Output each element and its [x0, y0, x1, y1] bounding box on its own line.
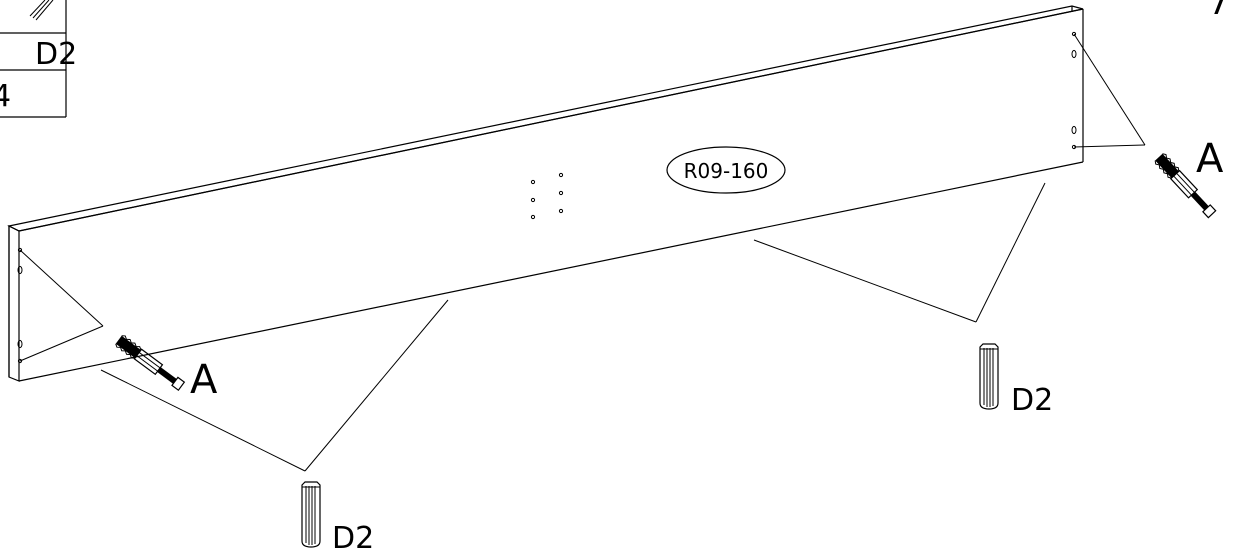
panel-board	[7, 5, 1084, 382]
callout-a-right: A	[1196, 136, 1224, 182]
part-code-label: R09-160	[666, 146, 786, 194]
callout-a-left: A	[190, 357, 218, 403]
dowel-bottom	[301, 481, 321, 548]
parts-table-label-top: D2	[35, 37, 77, 72]
parts-table-label-bottom: 4	[0, 79, 11, 114]
parts-table: D2 4	[0, 0, 77, 118]
callout-d2-right: D2	[1011, 383, 1053, 418]
cam-bolt-left	[115, 335, 186, 392]
cam-bolt-right	[1154, 153, 1217, 219]
leader-lines	[19, 33, 1146, 472]
dowel-right	[979, 343, 999, 410]
callout-d2-bottom: D2	[332, 521, 374, 553]
step-number: 7	[1208, 0, 1230, 23]
part-code-text: R09-160	[684, 159, 769, 183]
